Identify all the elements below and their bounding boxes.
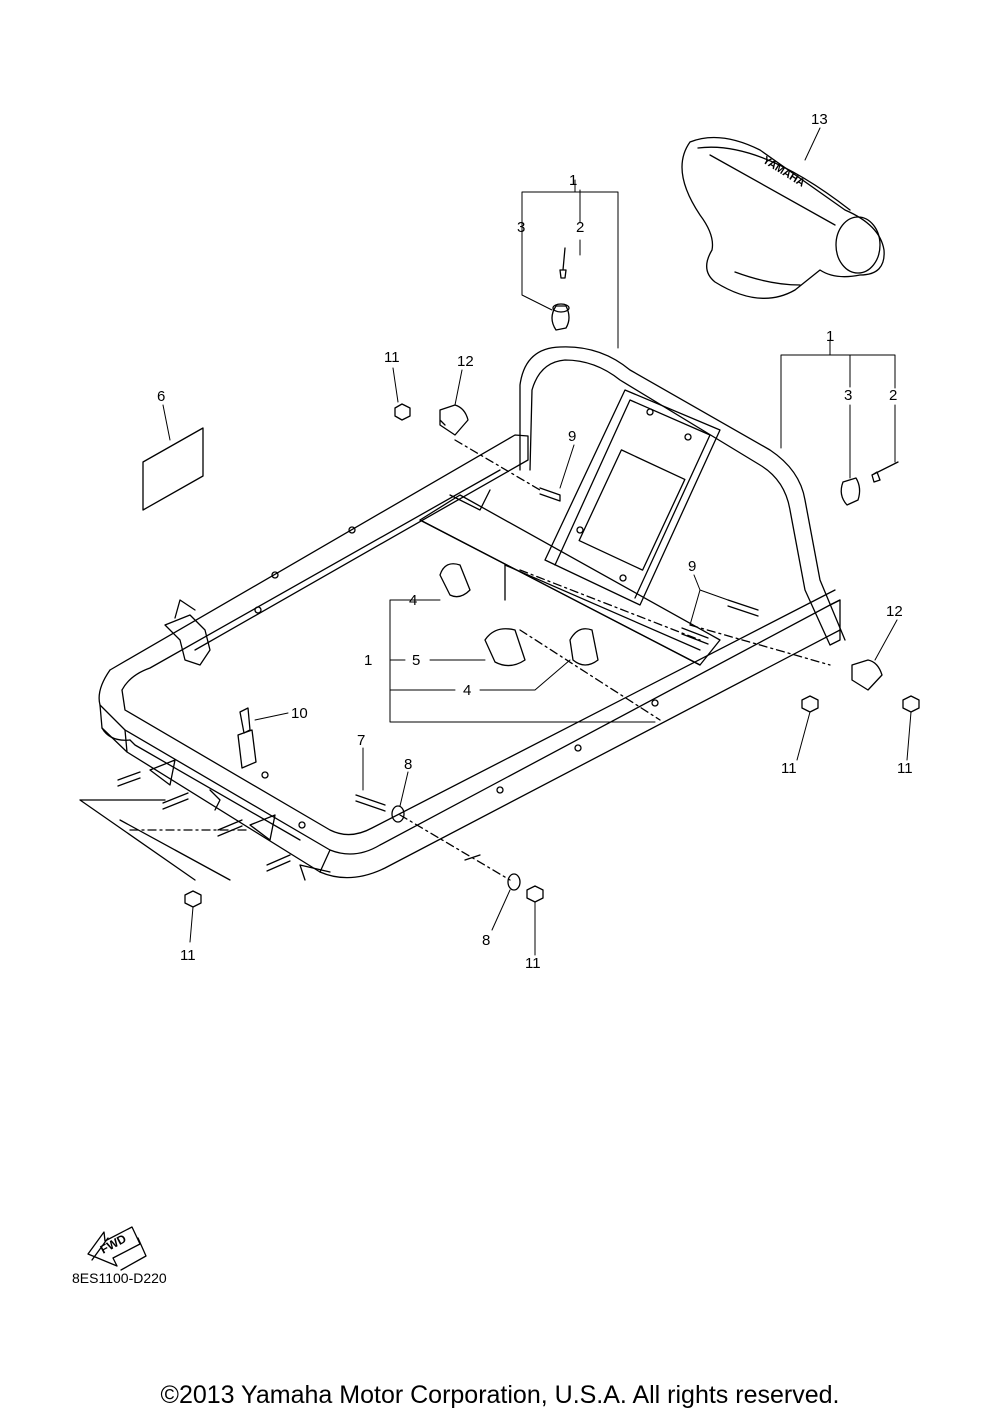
callout: 1 (826, 328, 834, 345)
callout: 5 (412, 652, 420, 669)
callout: 1 (569, 172, 577, 189)
callout: 9 (568, 428, 576, 445)
copyright: ©2013 Yamaha Motor Corporation, U.S.A. A… (160, 1381, 840, 1409)
callout: 11 (180, 947, 196, 964)
callout-numbers: 1 2 3 13 1 3 2 11 12 6 9 9 4 12 1 5 4 10… (157, 111, 913, 972)
decal-sticker (142, 427, 204, 511)
callout: 7 (357, 732, 365, 749)
fwd-arrow-icon (87, 1226, 147, 1271)
callout: 9 (688, 558, 696, 575)
callout: 8 (404, 756, 412, 773)
callout: 12 (457, 353, 474, 370)
callout: 6 (157, 388, 165, 405)
callout: 11 (781, 760, 797, 777)
callout: 3 (517, 219, 525, 236)
drain-plug (237, 707, 257, 769)
bolts (355, 487, 759, 812)
callout: 2 (576, 219, 584, 236)
nuts (184, 403, 920, 908)
leader-lines (129, 439, 831, 881)
callout: 4 (409, 592, 417, 609)
callout: 3 (844, 387, 852, 404)
grommet-rivet-upper (551, 247, 570, 331)
hull-frame (98, 346, 846, 881)
callout: 11 (384, 349, 400, 366)
washer-upper (391, 805, 405, 823)
seat-cover (681, 136, 885, 299)
callout: 11 (525, 955, 541, 972)
callout: 2 (889, 387, 897, 404)
washer-lower (507, 873, 521, 891)
callout: 8 (482, 932, 490, 949)
callout: 4 (463, 682, 471, 699)
callout: 12 (886, 603, 903, 620)
grommet-rivet-right (840, 461, 899, 506)
callout: 11 (897, 760, 913, 777)
strap-right (851, 659, 883, 691)
front-studs (79, 771, 291, 881)
part-code: 8ES1100-D220 (72, 1270, 167, 1286)
callout: 1 (364, 652, 372, 669)
cover-brand: YAMAHA (760, 154, 806, 189)
strap-upper (439, 404, 469, 436)
callout: 10 (291, 705, 308, 722)
clamps (439, 563, 599, 667)
callout: 13 (811, 111, 828, 128)
callout-lines (162, 127, 912, 956)
